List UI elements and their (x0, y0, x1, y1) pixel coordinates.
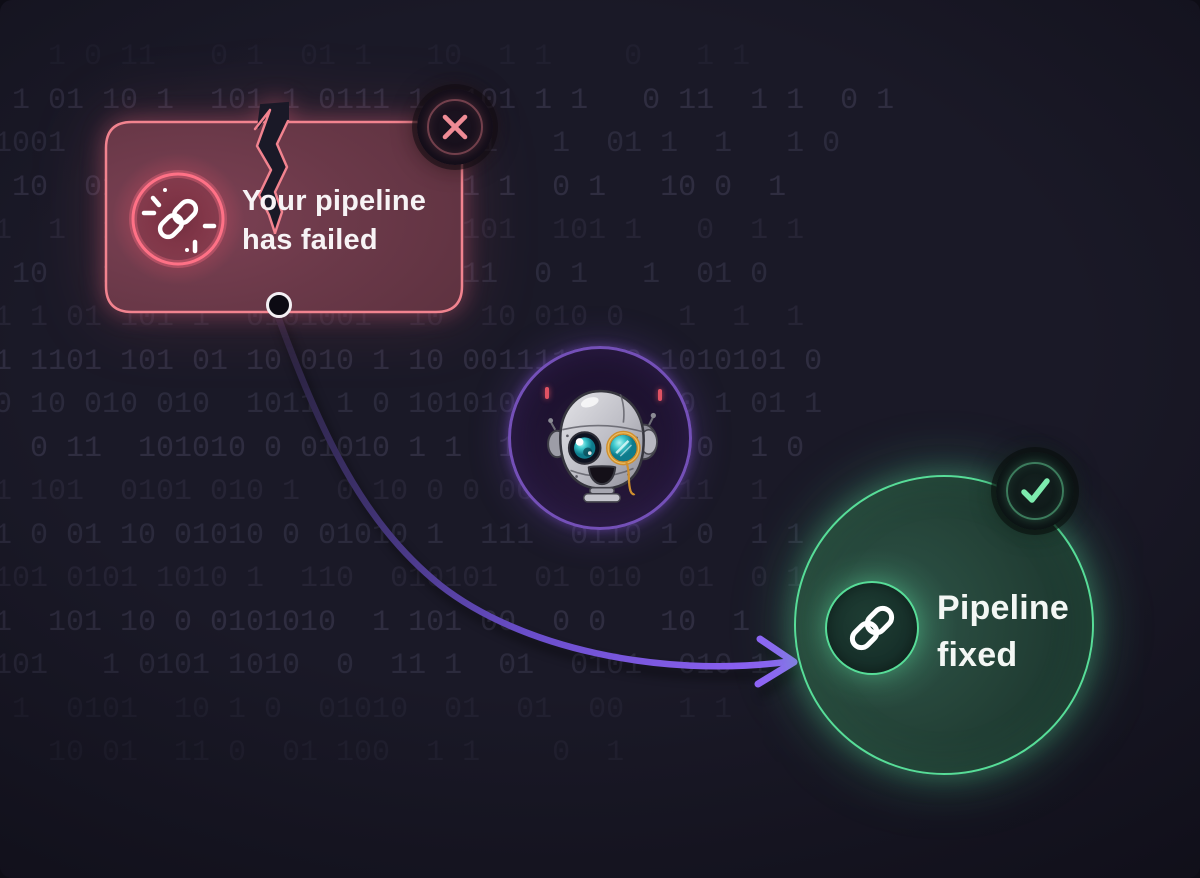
arrow-head (754, 635, 798, 688)
link-badge (825, 581, 919, 675)
broken-link-icon (141, 188, 217, 254)
crack-line-right (273, 119, 290, 235)
crack-line-left (253, 108, 277, 235)
failed-title-line1: Your pipeline (242, 185, 427, 217)
x-badge-ring (427, 99, 483, 155)
antenna-glow-left (545, 387, 549, 399)
antenna-glow-right (658, 389, 662, 401)
link-icon (849, 605, 895, 651)
arrow-curve (273, 310, 790, 670)
fixed-status-badge[interactable] (996, 452, 1074, 530)
broken-link-circle-border (131, 172, 225, 266)
fixed-title-line2: fixed (937, 636, 1018, 674)
robot-avatar[interactable] (508, 346, 692, 530)
failed-title-line2: has failed (242, 224, 378, 256)
fixed-circle-title: Pipeline fixed (937, 585, 1069, 679)
connector-dot[interactable] (266, 292, 292, 318)
check-badge-ring (1006, 462, 1064, 520)
failed-card-title: Your pipeline has failed (242, 182, 426, 260)
fixed-title-line1: Pipeline (937, 589, 1069, 627)
robot-mascot-icon (547, 389, 658, 503)
failed-status-badge[interactable] (417, 89, 493, 165)
